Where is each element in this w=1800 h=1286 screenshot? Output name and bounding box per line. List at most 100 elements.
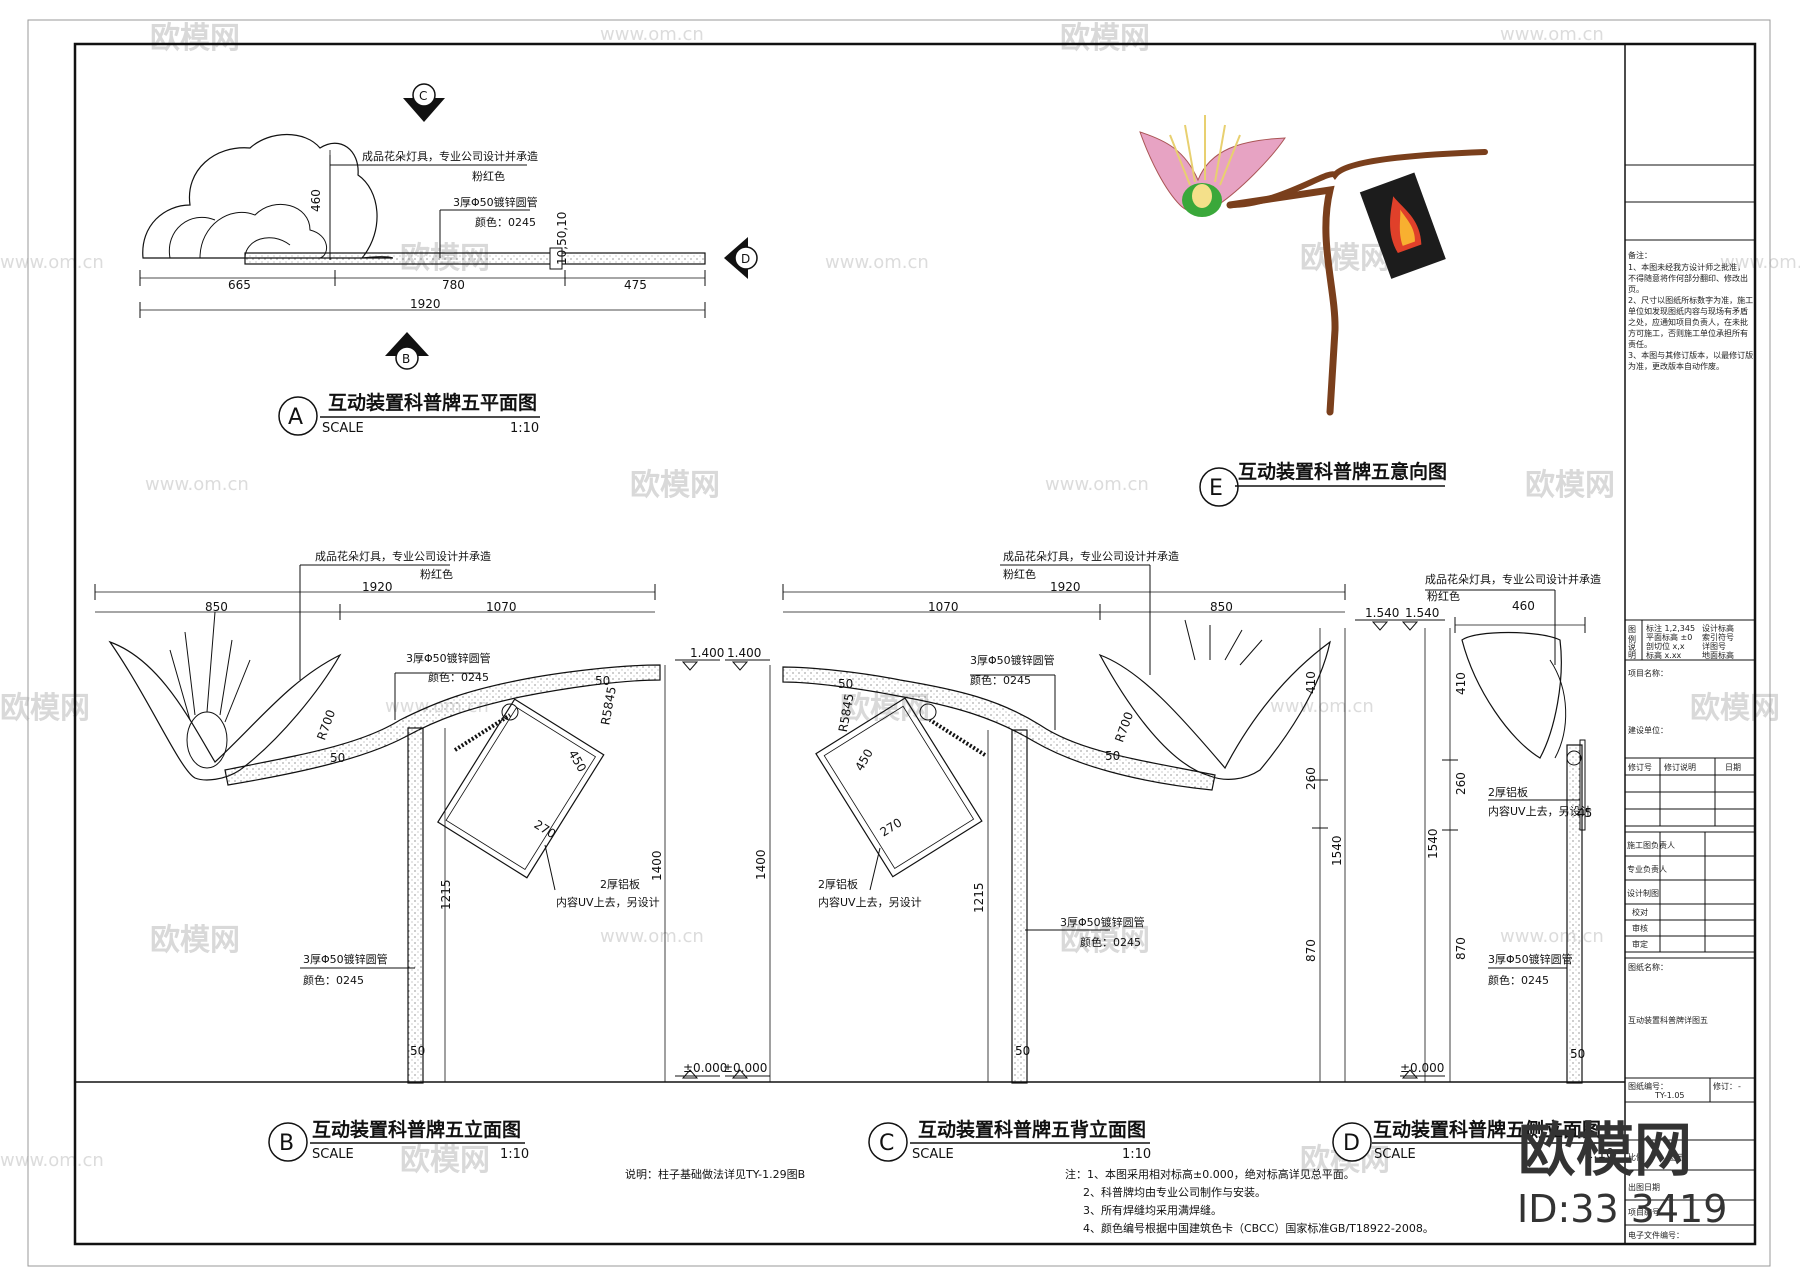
- back-dim-50b: 50: [838, 677, 853, 691]
- watermark-url: www.om.cn: [600, 926, 704, 947]
- back-r5845: R5845: [836, 692, 857, 733]
- tb-note-line: 页。: [1628, 285, 1644, 294]
- tb-note-line: 之处，应通知项目负责人，在未批: [1628, 317, 1748, 327]
- level-mark: [1401, 1069, 1419, 1079]
- watermark-url: www.om.cn: [825, 252, 929, 273]
- level-mark: [1371, 621, 1389, 631]
- tb-sign-row: 施工图负责人: [1627, 840, 1675, 850]
- side-plate-note2: 内容UV上去，另设计: [1488, 804, 1592, 818]
- pipe-plan: [244, 252, 706, 265]
- tb-notes-header: 备注：: [1628, 250, 1652, 260]
- front-scale-value: 1:10: [500, 1147, 529, 1162]
- watermark-text: 欧模网: [400, 1143, 490, 1178]
- flower-plan-petal: [199, 203, 328, 259]
- watermark-url: www.om.cn: [600, 24, 704, 45]
- tb-legend-item: 剖切位 x,x: [1646, 641, 1685, 651]
- tb-legend-item: 标注 1,2,345: [1646, 623, 1695, 633]
- tb-note-line: 责任。: [1628, 339, 1652, 349]
- back-lamp-note: 成品花朵灯具，专业公司设计并承造: [1003, 549, 1179, 563]
- front-elevation-title: 互动装置科普牌五立面图: [312, 1118, 521, 1141]
- side-color-note: 粉红色: [1427, 589, 1460, 603]
- back-dim-1070: 1070: [928, 600, 959, 614]
- watermark-url: www.om.cn: [1045, 474, 1149, 495]
- back-level-1540: 1.540: [1365, 606, 1399, 620]
- back-plate-note2: 内容UV上去，另设计: [818, 895, 922, 909]
- tb-note-line: 3、本图与其修订版本，以最修订版: [1628, 350, 1753, 360]
- dim-10-50-10: 10,50,10: [555, 212, 569, 265]
- view-letter-d: D: [1343, 1131, 1360, 1156]
- side-lamp-note: 成品花朵灯具，专业公司设计并承造: [1425, 572, 1601, 586]
- back-level-1400: 1.400: [727, 646, 761, 660]
- front-dim-1215: 1215: [439, 879, 453, 910]
- tb-sign-row: 审定: [1632, 939, 1648, 949]
- view-letter-e: E: [1209, 476, 1223, 501]
- watermark-url: www.om.cn: [1270, 696, 1374, 717]
- tb-legend-label: 明: [1628, 651, 1636, 660]
- back-scale-label: SCALE: [912, 1147, 954, 1162]
- front-pipe-color: 颜色：0245: [428, 670, 489, 684]
- plan-scale-label: SCALE: [322, 421, 364, 436]
- flower-plan-petal: [168, 216, 216, 259]
- side-scale-label: SCALE: [1374, 1147, 1416, 1162]
- dim-665: 665: [228, 278, 251, 292]
- flower-stamens: [1169, 115, 1241, 186]
- watermark-url: www.om.cn: [0, 1150, 104, 1171]
- front-dim-50c: 50: [410, 1044, 425, 1058]
- general-note-3: 3、所有焊缝均采用满焊缝。: [1083, 1203, 1222, 1217]
- level-mark: [681, 1069, 699, 1079]
- view-badge-e: [1199, 467, 1239, 507]
- plan-view: C D B 成品花朵灯具，专业公司设计并承造 粉红色 3厚Φ50镀锌圆管 颜色：…: [139, 83, 758, 436]
- drawing-frame: [73, 42, 1757, 1246]
- watermark-text: 欧模网: [150, 21, 240, 56]
- front-remark: 说明：柱子基础做法详见TY-1.29图B: [625, 1167, 805, 1181]
- view-letter-b: B: [279, 1131, 294, 1156]
- branch-post: [1226, 185, 1339, 416]
- tb-legend-item: 设计标高: [1702, 623, 1734, 633]
- view-badge-b: [268, 1122, 308, 1162]
- level-mark: [681, 661, 699, 671]
- back-pipe-note: 3厚Φ50镀锌圆管: [970, 653, 1055, 667]
- tb-legend-item: 地面标高: [1702, 650, 1734, 660]
- tb-rev-header: 日期: [1725, 763, 1741, 772]
- front-dim-50b: 50: [595, 674, 610, 688]
- tb-legend-label: 说: [1628, 642, 1636, 652]
- side-dim-410: 410: [1454, 672, 1468, 695]
- front-dim-1920: 1920: [362, 580, 393, 594]
- side-dim-1540: 1540: [1426, 828, 1440, 859]
- watermark-url: www.om.cn: [145, 474, 249, 495]
- tb-note-line: 单位如发现图纸内容与现场有矛盾: [1628, 306, 1748, 316]
- back-dim-450: 450: [852, 746, 876, 773]
- side-dim-870: 870: [1454, 937, 1468, 960]
- plan-lamp-note: 成品花朵灯具，专业公司设计并承造: [362, 149, 538, 163]
- front-r5845: R5845: [598, 685, 619, 726]
- section-marker-c: C: [403, 83, 445, 122]
- back-dim-1540: 1540: [1330, 835, 1344, 866]
- front-dim-50a: 50: [330, 751, 345, 765]
- view-badge-d: [1332, 1122, 1372, 1162]
- sign-panel-side: [1579, 739, 1586, 831]
- side-scale-value: 1:10: [1585, 1147, 1614, 1162]
- front-scale-label: SCALE: [312, 1147, 354, 1162]
- section-marker-d: D: [724, 237, 758, 279]
- watermark-text: 欧模网: [150, 923, 240, 958]
- flower-back: [1098, 640, 1331, 780]
- flower-front: [108, 640, 342, 781]
- flower-plan-outline: [142, 133, 394, 259]
- section-c-label: C: [419, 89, 427, 103]
- tb-rev-header: 修订说明: [1664, 762, 1696, 772]
- side-pipe-color: 颜色：0245: [1488, 973, 1549, 987]
- front-lamp-note: 成品花朵灯具，专业公司设计并承造: [315, 549, 491, 563]
- back-dim-50a: 50: [1105, 749, 1120, 763]
- tb-note-line: 1、本图未经我方设计师之批准，: [1628, 262, 1745, 272]
- back-plate-note: 2厚铝板: [818, 877, 858, 891]
- sign-panel-back: [815, 697, 983, 878]
- post-side: [1566, 744, 1583, 1084]
- watermark-url: www.om.cn: [1720, 252, 1800, 273]
- tb-note-line: 不得随意将作何部分翻印、修改出: [1628, 273, 1748, 283]
- tb-note-line: 方可施工，否则施工单位承担所有: [1628, 328, 1748, 338]
- level-mark: [731, 1069, 749, 1079]
- tb-note-line: 2、尺寸以图纸所标数字为准，施工: [1628, 295, 1753, 305]
- general-note-1: 注：1、本图采用相对标高±0.000，绝对标高详见总平面。: [1065, 1167, 1355, 1181]
- general-note-2: 2、科普牌均由专业公司制作与安装。: [1083, 1185, 1266, 1199]
